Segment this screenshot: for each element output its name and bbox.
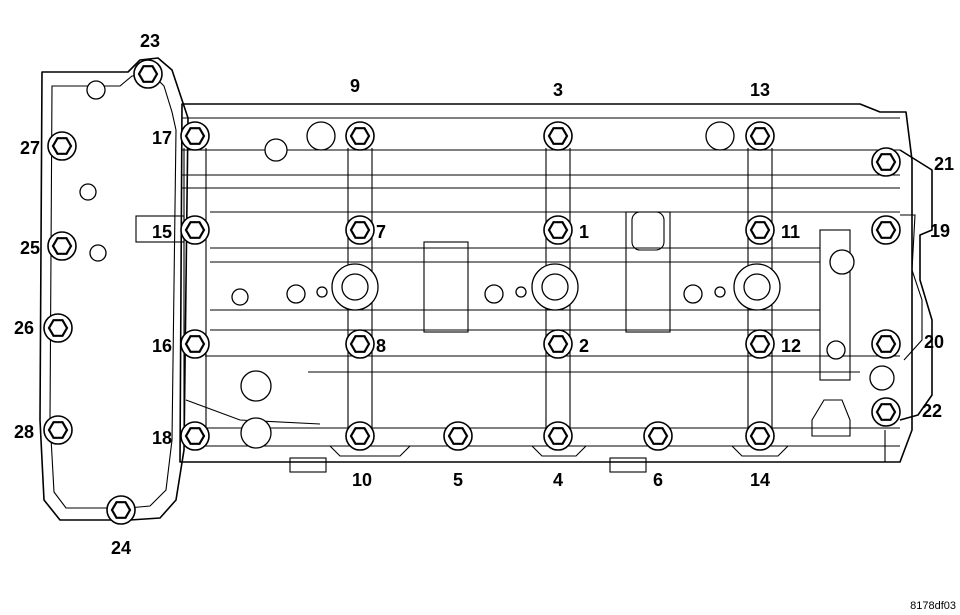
- bolt-hex-head: [47, 319, 69, 337]
- bolt-11: 11: [745, 215, 800, 245]
- bolt-7: 7: [345, 215, 386, 245]
- bolt-label-21: 21: [934, 154, 954, 174]
- bolt-hex-head: [51, 237, 73, 255]
- bolt-label-28: 28: [14, 422, 34, 442]
- bolt-label-8: 8: [376, 336, 386, 356]
- bolt-25: 25: [20, 231, 77, 261]
- bolt-label-23: 23: [140, 31, 160, 51]
- bolt-4: 4: [543, 421, 573, 490]
- bolt-hex-head: [184, 427, 206, 445]
- bolt-16: 16: [152, 329, 210, 359]
- bolt-12: 12: [745, 329, 801, 359]
- bolt-label-26: 26: [14, 318, 34, 338]
- bolt-label-9: 9: [350, 76, 360, 96]
- bolt-label-25: 25: [20, 238, 40, 258]
- bolt-hex-head: [749, 221, 771, 239]
- bolt-14: 14: [745, 421, 775, 490]
- bolt-hex-head: [875, 403, 897, 421]
- bolt-hex-head: [184, 221, 206, 239]
- bolt-13: 13: [745, 80, 775, 151]
- bolt-label-4: 4: [553, 470, 563, 490]
- bolt-hex-head: [349, 427, 371, 445]
- bolt-hex-head: [184, 335, 206, 353]
- bolt-label-19: 19: [930, 221, 950, 241]
- bolt-18: 18: [152, 421, 210, 451]
- bolt-hex-head: [749, 427, 771, 445]
- bolt-label-17: 17: [152, 128, 172, 148]
- bolt-label-7: 7: [376, 222, 386, 242]
- bolt-hex-head: [749, 127, 771, 145]
- bolt-8: 8: [345, 329, 386, 359]
- bolt-label-27: 27: [20, 138, 40, 158]
- bolt-label-22: 22: [922, 401, 942, 421]
- bolt-hex-head: [447, 427, 469, 445]
- bolt-10: 10: [345, 421, 375, 490]
- bolt-hex-head: [547, 427, 569, 445]
- bolt-21: 21: [871, 147, 954, 177]
- bolt-hex-head: [349, 335, 371, 353]
- bolt-5: 5: [443, 421, 473, 490]
- bolt-24: 24: [106, 495, 136, 558]
- bolt-hex-head: [875, 335, 897, 353]
- bolt-label-6: 6: [653, 470, 663, 490]
- bolt-label-18: 18: [152, 428, 172, 448]
- bolt-hex-head: [349, 127, 371, 145]
- bolt-label-12: 12: [781, 336, 801, 356]
- bolt-label-13: 13: [750, 80, 770, 100]
- bolt-27: 27: [20, 131, 77, 161]
- figure-id: 8178df03: [910, 600, 956, 612]
- bolt-22: 22: [871, 397, 942, 427]
- bolt-hex-head: [547, 221, 569, 239]
- bolt-23: 23: [133, 31, 163, 89]
- bolt-hex-head: [875, 153, 897, 171]
- bolt-17: 17: [152, 121, 210, 151]
- bolt-hex-head: [875, 221, 897, 239]
- bolt-15: 15: [152, 215, 210, 245]
- bolt-hex-head: [137, 65, 159, 83]
- bolt-hex-head: [184, 127, 206, 145]
- bolt-label-15: 15: [152, 222, 172, 242]
- bolt-label-1: 1: [579, 222, 589, 242]
- bolt-hex-head: [547, 335, 569, 353]
- bolt-label-3: 3: [553, 80, 563, 100]
- bolt-28: 28: [14, 415, 73, 445]
- cover-bosses: [79, 80, 895, 449]
- bolt-label-20: 20: [924, 332, 944, 352]
- bolt-26: 26: [14, 313, 73, 343]
- bolt-9: 9: [345, 76, 375, 151]
- bolt-2: 2: [543, 329, 589, 359]
- bolt-label-2: 2: [579, 336, 589, 356]
- bolt-label-16: 16: [152, 336, 172, 356]
- bolt-hex-head: [749, 335, 771, 353]
- bolt-20: 20: [871, 329, 944, 359]
- bolt-hex-head: [47, 421, 69, 439]
- bolt-label-24: 24: [111, 538, 131, 558]
- bolt-label-10: 10: [352, 470, 372, 490]
- bolt-1: 1: [543, 215, 589, 245]
- bolt-hex-head: [51, 137, 73, 155]
- bolt-hex-head: [110, 501, 132, 519]
- bolt-19: 19: [871, 215, 950, 245]
- bolt-3: 3: [543, 80, 573, 151]
- bolt-hex-head: [349, 221, 371, 239]
- bolt-6: 6: [643, 421, 673, 490]
- bolt-label-11: 11: [781, 222, 800, 242]
- bolt-hex-head: [547, 127, 569, 145]
- bolt-label-14: 14: [750, 470, 770, 490]
- bolt-hex-head: [647, 427, 669, 445]
- bolt-label-5: 5: [453, 470, 463, 490]
